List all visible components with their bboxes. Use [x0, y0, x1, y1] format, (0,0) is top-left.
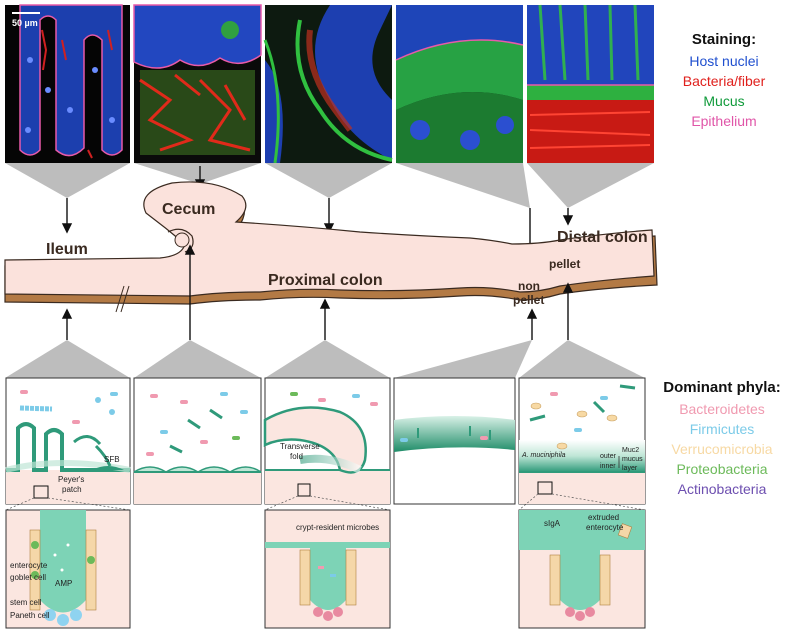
- label-crypt-resident-microbes: crypt-resident microbes: [296, 523, 379, 532]
- phyla-item-bacteroidetes: Bacteroidetes: [679, 401, 765, 417]
- phyla-item-firmicutes: Firmicutes: [690, 421, 755, 437]
- region-label-non-pellet-line1: non: [518, 279, 540, 293]
- scale-bar-label: 50 µm: [12, 18, 38, 28]
- intestine-tube: [4, 181, 658, 313]
- staining-legend-title: Staining:: [692, 31, 756, 48]
- panel-connectors: [5, 340, 645, 378]
- staining-item-bacteria-fiber: Bacteria/fiber: [683, 73, 766, 89]
- label-goblet-cell: goblet cell: [10, 573, 46, 582]
- label-extruded-line2: enterocyte: [586, 523, 624, 532]
- label-peyers-line1: Peyer's: [58, 475, 84, 484]
- micrograph-proximal-colon-2: [395, 5, 524, 163]
- inset-proximal-crypt: crypt-resident microbes: [264, 509, 391, 629]
- schematic-non-pellet: [393, 377, 516, 505]
- phyla-item-actinobacteria: Actinobacteria: [678, 481, 767, 497]
- phyla-legend-title: Dominant phyla:: [663, 379, 781, 396]
- micrograph-proximal-colon-1: [263, 5, 393, 164]
- region-label-cecum: Cecum: [162, 201, 215, 218]
- label-siga: sIgA: [544, 519, 561, 528]
- micrograph-ileum: 50 µm: [5, 4, 130, 163]
- label-inner: inner: [600, 463, 616, 470]
- label-outer: outer: [600, 453, 617, 460]
- phyla-legend: Dominant phyla: Bacteroidetes Firmicutes…: [663, 379, 781, 497]
- label-amp: AMP: [55, 579, 72, 588]
- staining-legend: Staining: Host nuclei Bacteria/fiber Muc…: [683, 31, 766, 129]
- label-sfb: SFB: [104, 455, 120, 464]
- region-label-non-pellet-line2: pellet: [513, 293, 544, 307]
- schematic-ileum: SFB Peyer's patch: [5, 377, 131, 505]
- inset-ileum-crypt: enterocyte goblet cell AMP stem cell Pan…: [5, 509, 131, 629]
- schematic-proximal-colon: Transverse fold: [263, 377, 391, 505]
- label-muc2-line1: Muc2: [622, 447, 639, 454]
- staining-item-mucus: Mucus: [703, 93, 744, 109]
- staining-item-host-nuclei: Host nuclei: [689, 53, 758, 69]
- label-transverse-line2: fold: [290, 452, 303, 461]
- schematic-cecum: [133, 377, 262, 505]
- label-muc2-line2: mucus: [622, 456, 643, 463]
- label-transverse-line1: Transverse: [280, 442, 320, 451]
- region-label-ileum: Ileum: [46, 241, 88, 258]
- staining-item-epithelium: Epithelium: [691, 113, 756, 129]
- micrograph-connectors: [5, 163, 654, 208]
- label-peyers-line2: patch: [62, 485, 82, 494]
- label-a-muciniphila: A. muciniphila: [521, 452, 566, 459]
- region-label-distal-colon: Distal colon: [557, 229, 648, 246]
- micrograph-cecum: [133, 4, 262, 163]
- micrograph-distal-colon: [527, 4, 654, 163]
- region-label-pellet: pellet: [549, 257, 580, 271]
- schematic-distal-colon: A. muciniphila outer inner Muc2 mucus la…: [518, 377, 646, 505]
- zoom-lines: [5, 493, 646, 511]
- label-stem-cell: stem cell: [10, 598, 42, 607]
- label-extruded-line1: extruded: [588, 513, 619, 522]
- phyla-item-proteobacteria: Proteobacteria: [676, 461, 767, 477]
- label-muc2-line3: layer: [622, 465, 638, 472]
- bottom-arrows: [61, 244, 574, 340]
- inset-distal-crypt: sIgA extruded enterocyte: [518, 509, 646, 629]
- phyla-item-verrucomicrobia: Verrucomicrobia: [671, 441, 772, 457]
- label-enterocyte-ileum: enterocyte: [10, 561, 48, 570]
- region-label-proximal-colon: Proximal colon: [268, 272, 383, 289]
- label-paneth-cell: Paneth cell: [10, 611, 50, 620]
